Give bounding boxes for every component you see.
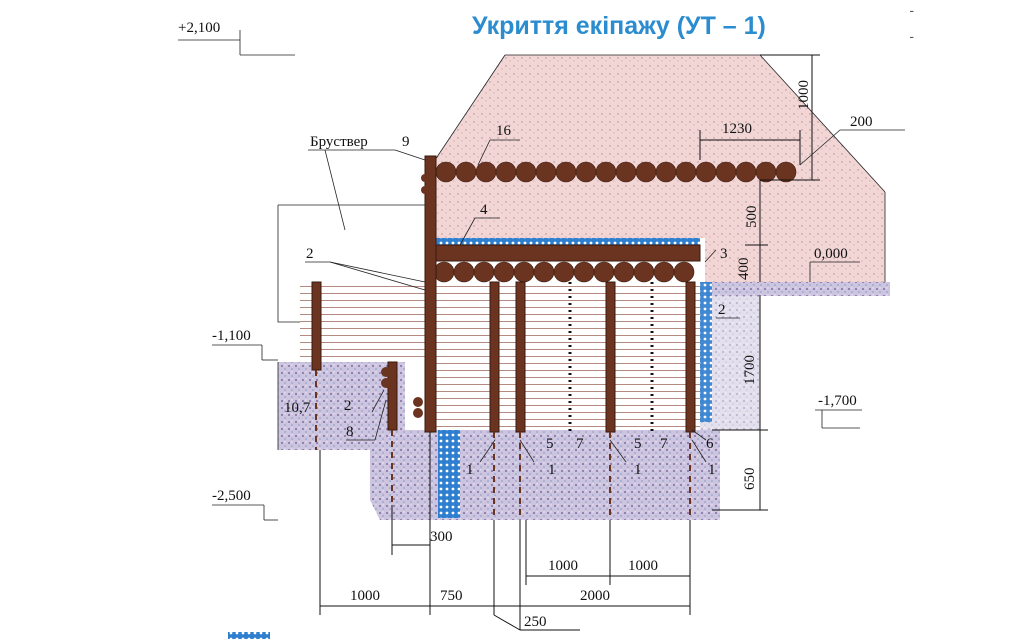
post-c xyxy=(605,281,616,433)
lower-log-6 xyxy=(553,261,575,283)
post-d xyxy=(685,281,696,433)
elevation-zero: 0,000 xyxy=(814,246,848,262)
label-1-b: 1 xyxy=(548,462,556,478)
entrance-post xyxy=(311,281,322,371)
label-10-7: 10,7 xyxy=(284,400,311,416)
step-logs xyxy=(381,174,429,418)
dim-250: 250 xyxy=(524,614,547,630)
upper-log-5 xyxy=(535,161,557,183)
elevation-minus-1700: -1,700 xyxy=(818,393,857,409)
lower-log-11 xyxy=(653,261,675,283)
corner-mark-2: - xyxy=(909,28,914,44)
label-9: 9 xyxy=(402,134,410,150)
label-3: 3 xyxy=(720,246,728,262)
dim-750: 750 xyxy=(440,588,463,604)
lower-log-0 xyxy=(433,261,455,283)
gravel-layer-side xyxy=(700,282,712,422)
label-brustver: Бруствер xyxy=(310,134,368,150)
label-2-step: 2 xyxy=(344,398,352,414)
parapet-outline xyxy=(277,204,425,450)
label-1-d: 1 xyxy=(708,462,716,478)
legend-swatch xyxy=(228,632,270,639)
upper-log-0 xyxy=(435,161,457,183)
upper-log-17 xyxy=(775,161,797,183)
elevation-minus-2500: -2,500 xyxy=(212,488,251,504)
upper-log-7 xyxy=(575,161,597,183)
elevation-minus-1100: -1,100 xyxy=(212,328,251,344)
upper-log-11 xyxy=(655,161,677,183)
label-16: 16 xyxy=(496,123,512,139)
upper-log-15 xyxy=(735,161,757,183)
upper-log-14 xyxy=(715,161,737,183)
dim-1000-left: 1000 xyxy=(350,588,380,604)
upper-log-12 xyxy=(675,161,697,183)
upper-log-13 xyxy=(695,161,717,183)
dim-1230: 1230 xyxy=(722,121,752,137)
label-5-b: 5 xyxy=(634,436,642,452)
lower-log-8 xyxy=(593,261,615,283)
dim-1000-mid: 1000 xyxy=(548,558,578,574)
lower-log-5 xyxy=(533,261,555,283)
label-2-right: 2 xyxy=(718,302,726,318)
gravel-drain xyxy=(438,430,460,518)
dim-300: 300 xyxy=(430,529,453,545)
elevation-plus-2100: +2,100 xyxy=(178,20,220,36)
lower-log-9 xyxy=(613,261,635,283)
label-7-b: 7 xyxy=(660,436,668,452)
upper-log-1 xyxy=(455,161,477,183)
gravel-layer-top xyxy=(435,238,700,245)
leader-lines xyxy=(305,129,905,463)
pile-extensions xyxy=(315,370,691,520)
upper-log-16 xyxy=(755,161,777,183)
label-5-a: 5 xyxy=(546,436,554,452)
post-a xyxy=(489,281,500,433)
dim-1000-right: 1000 xyxy=(628,558,658,574)
dim-1000-vertical: 1000 xyxy=(796,80,812,110)
label-1-c: 1 xyxy=(634,462,642,478)
lower-log-2 xyxy=(473,261,495,283)
dim-400: 400 xyxy=(736,258,752,281)
label-4: 4 xyxy=(480,202,488,218)
upper-log-10 xyxy=(635,161,657,183)
parapet-soil-block xyxy=(278,362,405,450)
upper-log-6 xyxy=(555,161,577,183)
upper-log-8 xyxy=(595,161,617,183)
lower-log-3 xyxy=(493,261,515,283)
dim-650: 650 xyxy=(742,468,758,491)
label-7-a: 7 xyxy=(576,436,584,452)
label-6: 6 xyxy=(706,436,714,452)
elevation-markers xyxy=(178,30,862,521)
dimension-lines xyxy=(319,54,820,631)
lower-log-1 xyxy=(453,261,475,283)
front-post xyxy=(424,155,437,433)
roof-logs-lower xyxy=(433,261,695,283)
roof-beam xyxy=(434,244,701,262)
diagram-title: Укриття екіпажу (УТ – 1) xyxy=(472,12,766,40)
trench-bottom-soil xyxy=(370,430,720,520)
label-1-a: 1 xyxy=(466,462,474,478)
upper-log-3 xyxy=(495,161,517,183)
chamber-boarding xyxy=(435,282,700,430)
label-8: 8 xyxy=(346,424,354,440)
lower-log-7 xyxy=(573,261,595,283)
label-2-top: 2 xyxy=(306,246,314,262)
dim-500: 500 xyxy=(744,206,760,229)
lower-log-12 xyxy=(673,261,695,283)
upper-log-2 xyxy=(475,161,497,183)
entrance-boarding xyxy=(300,282,435,362)
lower-log-10 xyxy=(633,261,655,283)
dim-2000: 2000 xyxy=(580,588,610,604)
post-b xyxy=(515,281,526,433)
roof-logs-upper xyxy=(435,161,797,183)
upper-log-4 xyxy=(515,161,537,183)
corner-marks: - - xyxy=(909,2,914,44)
dim-200: 200 xyxy=(850,114,873,130)
lower-log-4 xyxy=(513,261,535,283)
upper-log-9 xyxy=(615,161,637,183)
corner-mark-1: - xyxy=(909,2,914,18)
dim-1700: 1700 xyxy=(742,355,758,385)
